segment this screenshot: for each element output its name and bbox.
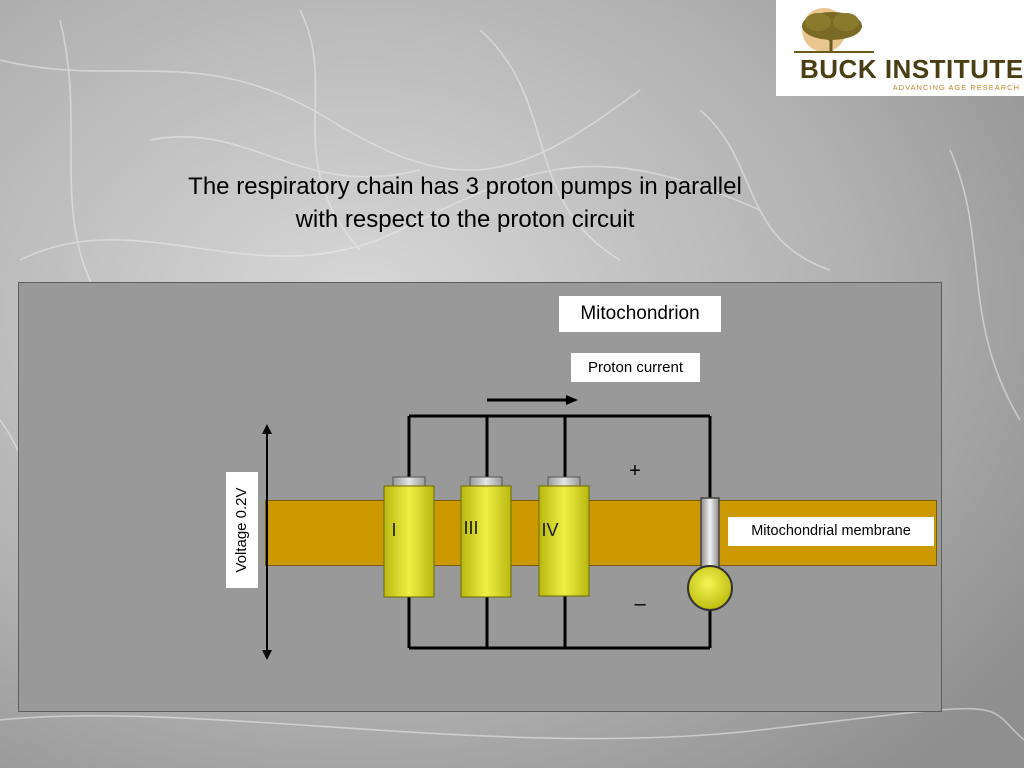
- proton-pump-complex-iv: [538, 476, 590, 597]
- complex-label-iv: IV: [541, 520, 559, 540]
- logo-tagline: ADVANCING AGE RESEARCH: [892, 83, 1020, 92]
- negative-sign: –: [634, 593, 646, 615]
- mitochondrial-membrane-label: Mitochondrial membrane: [728, 517, 934, 546]
- voltage-label: Voltage 0.2V: [226, 472, 258, 588]
- voltage-arrow: [262, 424, 272, 660]
- complex-label-iii: III: [463, 518, 479, 538]
- positive-sign: +: [629, 460, 641, 482]
- proton-current-arrow: [487, 395, 578, 405]
- proton-pump-complex-iii: [460, 476, 512, 598]
- oak-tree-icon: [794, 8, 874, 53]
- membrane-potential-gauge: [687, 497, 733, 611]
- logo-name: BUCK INSTITUTE: [800, 54, 1024, 84]
- slide-title-line-1: The respiratory chain has 3 proton pumps…: [188, 173, 742, 200]
- slide-title: The respiratory chain has 3 proton pumps…: [100, 170, 830, 236]
- proton-current-label: Proton current: [571, 353, 700, 382]
- complex-label-i: I: [391, 520, 397, 540]
- mitochondrion-label: Mitochondrion: [559, 296, 721, 332]
- slide-title-line-2: with respect to the proton circuit: [295, 206, 635, 233]
- buck-institute-logo: BUCK INSTITUTE ADVANCING AGE RESEARCH: [776, 0, 1024, 96]
- proton-pump-complex-i: [383, 476, 435, 598]
